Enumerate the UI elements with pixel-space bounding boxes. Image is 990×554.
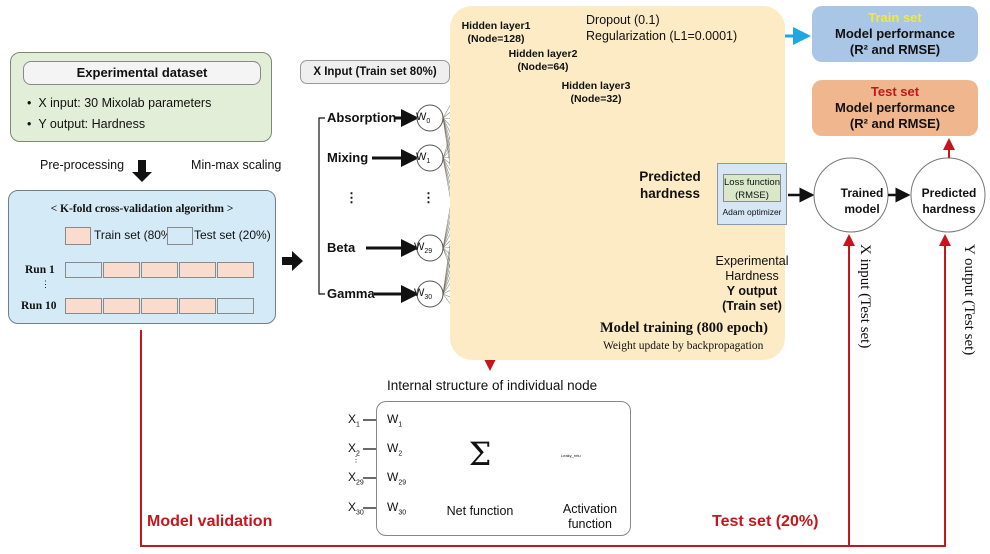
- trained-model-node: Trained model: [840, 186, 884, 216]
- feature-gamma: Gamma: [327, 286, 375, 301]
- dataset-title: Experimental dataset: [23, 61, 261, 85]
- test-perf-line2: (R² and RMSE): [849, 116, 941, 131]
- activation-plot-label: Leaky_relu: [561, 453, 581, 458]
- node-input-ellipsis: ⋮: [352, 455, 360, 464]
- x-input-test-label: X input (Test set): [857, 244, 873, 349]
- experimental-hardness-label: Experimental Hardness Y output (Train se…: [715, 254, 789, 313]
- run-label: Run 1: [25, 264, 55, 276]
- feature-bracket: [318, 117, 325, 295]
- weight-ellipsis: ⋮: [422, 190, 435, 205]
- regularization-label: Regularization (L1=0.0001): [586, 29, 738, 43]
- preprocessing-label: Pre-processing: [40, 158, 125, 172]
- input-node: [416, 104, 444, 132]
- model-training-subtitle: Weight update by backpropagation: [603, 340, 764, 352]
- train-fold-cell: [141, 298, 178, 314]
- test-fold-cell: [65, 262, 102, 278]
- run-label: Run 10: [21, 300, 57, 312]
- node-input-x: X1: [348, 412, 360, 429]
- preprocessing-row: Pre-processing Min-max scaling: [40, 158, 281, 172]
- kfold-box: < K-fold cross-validation algorithm > Tr…: [8, 190, 276, 324]
- internal-node-box: [376, 401, 631, 536]
- train-perf-line2: (R² and RMSE): [849, 42, 941, 57]
- train-fold-cell: [103, 298, 140, 314]
- feature-ellipsis: ⋮: [345, 190, 358, 205]
- adam-optimizer-label: Adam optimizer: [722, 207, 782, 217]
- node-input-weight: W30: [387, 500, 407, 517]
- dropout-label: Dropout (0.1): [586, 13, 660, 27]
- hidden-layer1-label: Hidden layer1(Node=128): [461, 20, 531, 45]
- node-input-weight: W1: [387, 412, 403, 429]
- red-y-output-line: [849, 234, 951, 547]
- dataset-bullet: • X input: 30 Mixolab parameters: [27, 96, 212, 110]
- hyperparameters: Dropout (0.1) Regularization (L1=0.0001): [586, 12, 737, 44]
- input-node: [416, 234, 444, 262]
- weight-w30: W30: [414, 287, 433, 302]
- red-validation-line: [140, 234, 855, 547]
- weight-w1: W1: [416, 151, 431, 166]
- run-ellipsis: ⋮: [41, 279, 50, 289]
- minmax-label: Min-max scaling: [191, 158, 282, 172]
- weight-w29: W29: [414, 241, 433, 256]
- node-input-x: X30: [348, 500, 364, 517]
- down-arrow-icon: [132, 160, 152, 182]
- weight-w0: W0: [416, 111, 431, 126]
- train-fold-cell: [65, 298, 102, 314]
- hidden-layer2-label: Hidden layer2(Node=64): [508, 48, 578, 73]
- test-performance-box: Test set Model performance (R² and RMSE): [812, 80, 978, 136]
- legend-test-swatch: [167, 227, 193, 245]
- node-input-weight: W29: [387, 470, 407, 487]
- train-fold-cell: [141, 262, 178, 278]
- legend-train-swatch: [65, 227, 91, 245]
- input-node: [416, 144, 444, 172]
- train-fold-cell: [103, 262, 140, 278]
- test-perf-line1: Model performance: [835, 100, 955, 115]
- train-fold-cell: [179, 298, 216, 314]
- node-input-weight: W2: [387, 441, 403, 458]
- test-fold-cell: [217, 298, 254, 314]
- internal-structure-title: Internal structure of individual node: [387, 378, 598, 393]
- x-input-train-label: X Input (Train set 80%): [300, 60, 450, 84]
- kfold-title: < K-fold cross-validation algorithm >: [50, 203, 234, 215]
- test-set-20-label: Test set (20%): [712, 513, 819, 530]
- feature-absorption: Absorption: [327, 110, 397, 125]
- experimental-dataset-box: Experimental dataset • X input: 30 Mixol…: [10, 52, 272, 142]
- hidden-layer3-label: Hidden layer3(Node=32): [561, 80, 631, 105]
- train-fold-cell: [179, 262, 216, 278]
- model-training-title: Model training (800 epoch): [600, 320, 768, 336]
- dataset-bullet: • Y output: Hardness: [27, 117, 146, 131]
- train-fold-cell: [217, 262, 254, 278]
- loss-function-box: Loss function(RMSE): [723, 174, 781, 202]
- input-node: [416, 280, 444, 308]
- predicted-hardness-test-node: Predicted hardness: [921, 186, 977, 216]
- node-input-x: X29: [348, 470, 364, 487]
- feature-mixing: Mixing: [327, 150, 369, 165]
- test-set-tag: Test set: [870, 84, 920, 99]
- train-performance-box: Train set Model performance (R² and RMSE…: [812, 6, 978, 62]
- y-output-test-label: Y output (Test set): [961, 244, 977, 356]
- node-input-x: X2: [348, 441, 360, 458]
- legend-test-label: Test set (20%): [194, 228, 271, 242]
- sigma-symbol: Σ: [468, 435, 492, 473]
- dataset-bullets: • X input: 30 Mixolab parameters • Y out…: [27, 93, 211, 135]
- legend-train-label: Train set (80%): [94, 228, 176, 242]
- loss-optimizer-box: Loss function(RMSE) Adam optimizer: [717, 163, 787, 225]
- train-set-tag: Train set: [868, 10, 922, 25]
- feature-beta: Beta: [327, 240, 356, 255]
- net-function-label: Net function: [446, 504, 514, 518]
- model-validation-label: Model validation: [147, 513, 273, 530]
- predicted-hardness-node: Predicted hardness: [639, 169, 701, 201]
- right-arrow-icon: [282, 251, 303, 271]
- train-perf-line1: Model performance: [835, 26, 955, 41]
